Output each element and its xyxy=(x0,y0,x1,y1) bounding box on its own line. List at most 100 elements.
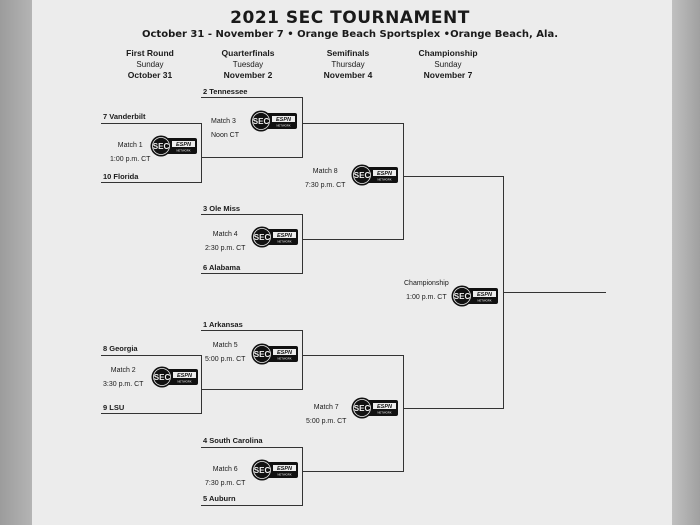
bracket-line xyxy=(201,505,302,506)
sec-network-logo: SEC ESPN NETWORK xyxy=(351,397,398,419)
bracket-sheet xyxy=(32,0,672,525)
svg-text:ESPN: ESPN xyxy=(277,350,293,356)
match-6-info: Match 6 7:30 p.m. CT xyxy=(205,463,245,491)
round-date: October 31 xyxy=(127,70,173,80)
sec-network-logo: SEC ESPN NETWORK xyxy=(451,285,498,307)
match-time: Noon CT xyxy=(211,132,240,139)
background-edge-left xyxy=(0,0,32,525)
match-time: 1:00 p.m. CT xyxy=(110,156,151,163)
team-alabama: 6 Alabama xyxy=(203,263,241,272)
svg-text:ESPN: ESPN xyxy=(277,233,293,239)
svg-text:NETWORK: NETWORK xyxy=(277,473,291,477)
match-label: Match 3 xyxy=(211,118,236,125)
bracket-line xyxy=(201,389,302,390)
svg-text:NETWORK: NETWORK xyxy=(477,299,491,303)
round-header-quarterfinals: Quarterfinals Tuesday November 2 xyxy=(198,48,298,81)
round-date: November 7 xyxy=(423,70,473,80)
round-date: November 4 xyxy=(323,70,373,80)
round-day: Sunday xyxy=(434,60,462,69)
team-ole-miss: 3 Ole Miss xyxy=(203,204,241,213)
match-4-info: Match 4 2:30 p.m. CT xyxy=(205,228,245,256)
team-lsu: 9 LSU xyxy=(103,403,125,412)
team-georgia: 8 Georgia xyxy=(103,344,138,353)
bracket-line xyxy=(201,447,302,448)
bracket-line xyxy=(101,182,201,183)
round-header-semifinals: Semifinals Thursday November 4 xyxy=(298,48,398,81)
svg-text:SEC: SEC xyxy=(254,233,271,242)
round-day: Tuesday xyxy=(232,60,264,69)
match-label: Championship xyxy=(404,280,449,287)
match-1-info: Match 1 1:00 p.m. CT xyxy=(110,139,150,167)
sec-network-logo: SEC ESPN NETWORK xyxy=(250,110,297,132)
team-arkansas: 1 Arkansas xyxy=(203,320,243,329)
match-2-info: Match 2 3:30 p.m. CT xyxy=(103,364,143,392)
match-label: Match 6 xyxy=(212,466,238,473)
team-auburn: 5 Auburn xyxy=(203,494,236,503)
svg-text:ESPN: ESPN xyxy=(176,142,192,148)
background-edge-right xyxy=(672,0,700,525)
svg-text:SEC: SEC xyxy=(154,373,171,382)
round-name: Semifinals xyxy=(326,48,370,58)
bracket-line xyxy=(201,330,302,331)
bracket-line xyxy=(302,214,303,274)
championship-info: Championship 1:00 p.m. CT xyxy=(404,277,449,305)
match-3-info: Match 3 Noon CT xyxy=(211,115,239,143)
page-subtitle: October 31 - November 7 • Orange Beach S… xyxy=(142,29,558,40)
team-florida: 10 Florida xyxy=(103,172,139,181)
svg-text:SEC: SEC xyxy=(454,292,471,301)
round-name: Quarterfinals xyxy=(221,48,275,58)
svg-text:NETWORK: NETWORK xyxy=(377,178,391,182)
bracket-line xyxy=(201,123,202,183)
match-7-info: Match 7 5:00 p.m. CT xyxy=(306,401,346,429)
bracket-line xyxy=(403,123,404,240)
svg-text:ESPN: ESPN xyxy=(276,117,292,123)
bracket-line xyxy=(302,123,403,124)
match-label: Match 5 xyxy=(212,342,238,349)
svg-text:SEC: SEC xyxy=(254,466,271,475)
bracket-line xyxy=(302,330,303,390)
svg-text:NETWORK: NETWORK xyxy=(177,380,191,384)
round-name: First Round xyxy=(126,48,174,58)
round-name: Championship xyxy=(418,48,478,58)
match-5-info: Match 5 5:00 p.m. CT xyxy=(205,339,245,367)
bracket-line xyxy=(101,413,201,414)
match-label: Match 2 xyxy=(110,367,136,374)
round-day: Sunday xyxy=(136,60,164,69)
svg-text:ESPN: ESPN xyxy=(377,404,393,410)
bracket-line xyxy=(403,176,504,177)
team-south-carolina: 4 South Carolina xyxy=(203,436,263,445)
bracket-line xyxy=(201,355,202,414)
round-header-first-round: First Round Sunday October 31 xyxy=(100,48,200,81)
champion-line xyxy=(503,292,606,293)
bracket-line xyxy=(302,447,303,506)
svg-text:SEC: SEC xyxy=(254,350,271,359)
round-header-championship: Championship Sunday November 7 xyxy=(398,48,498,81)
sec-network-logo: SEC ESPN NETWORK xyxy=(251,459,298,481)
round-date: November 2 xyxy=(223,70,273,80)
round-day: Thursday xyxy=(331,60,365,69)
match-time: 1:00 p.m. CT xyxy=(406,294,447,301)
bracket-line xyxy=(201,273,302,274)
svg-text:SEC: SEC xyxy=(354,404,371,413)
team-vanderbilt: 7 Vanderbilt xyxy=(103,112,146,121)
match-time: 2:30 p.m. CT xyxy=(205,245,246,252)
svg-text:NETWORK: NETWORK xyxy=(377,411,391,415)
bracket-line xyxy=(403,408,504,409)
match-label: Match 8 xyxy=(312,168,338,175)
svg-text:NETWORK: NETWORK xyxy=(276,124,290,128)
match-time: 7:30 p.m. CT xyxy=(205,480,246,487)
match-label: Match 4 xyxy=(212,231,238,238)
sec-network-logo: SEC ESPN NETWORK xyxy=(251,226,298,248)
bracket-line xyxy=(201,97,302,98)
bracket-line xyxy=(403,355,404,472)
svg-text:ESPN: ESPN xyxy=(277,466,293,472)
team-tennessee: 2 Tennessee xyxy=(203,87,248,96)
svg-text:ESPN: ESPN xyxy=(177,373,193,379)
match-time: 3:30 p.m. CT xyxy=(103,381,144,388)
sec-network-logo: SEC ESPN NETWORK xyxy=(150,135,197,157)
bracket-line xyxy=(101,355,201,356)
match-8-info: Match 8 7:30 p.m. CT xyxy=(305,165,345,193)
svg-text:ESPN: ESPN xyxy=(477,292,493,298)
match-label: Match 1 xyxy=(117,142,143,149)
bracket-line xyxy=(302,355,403,356)
